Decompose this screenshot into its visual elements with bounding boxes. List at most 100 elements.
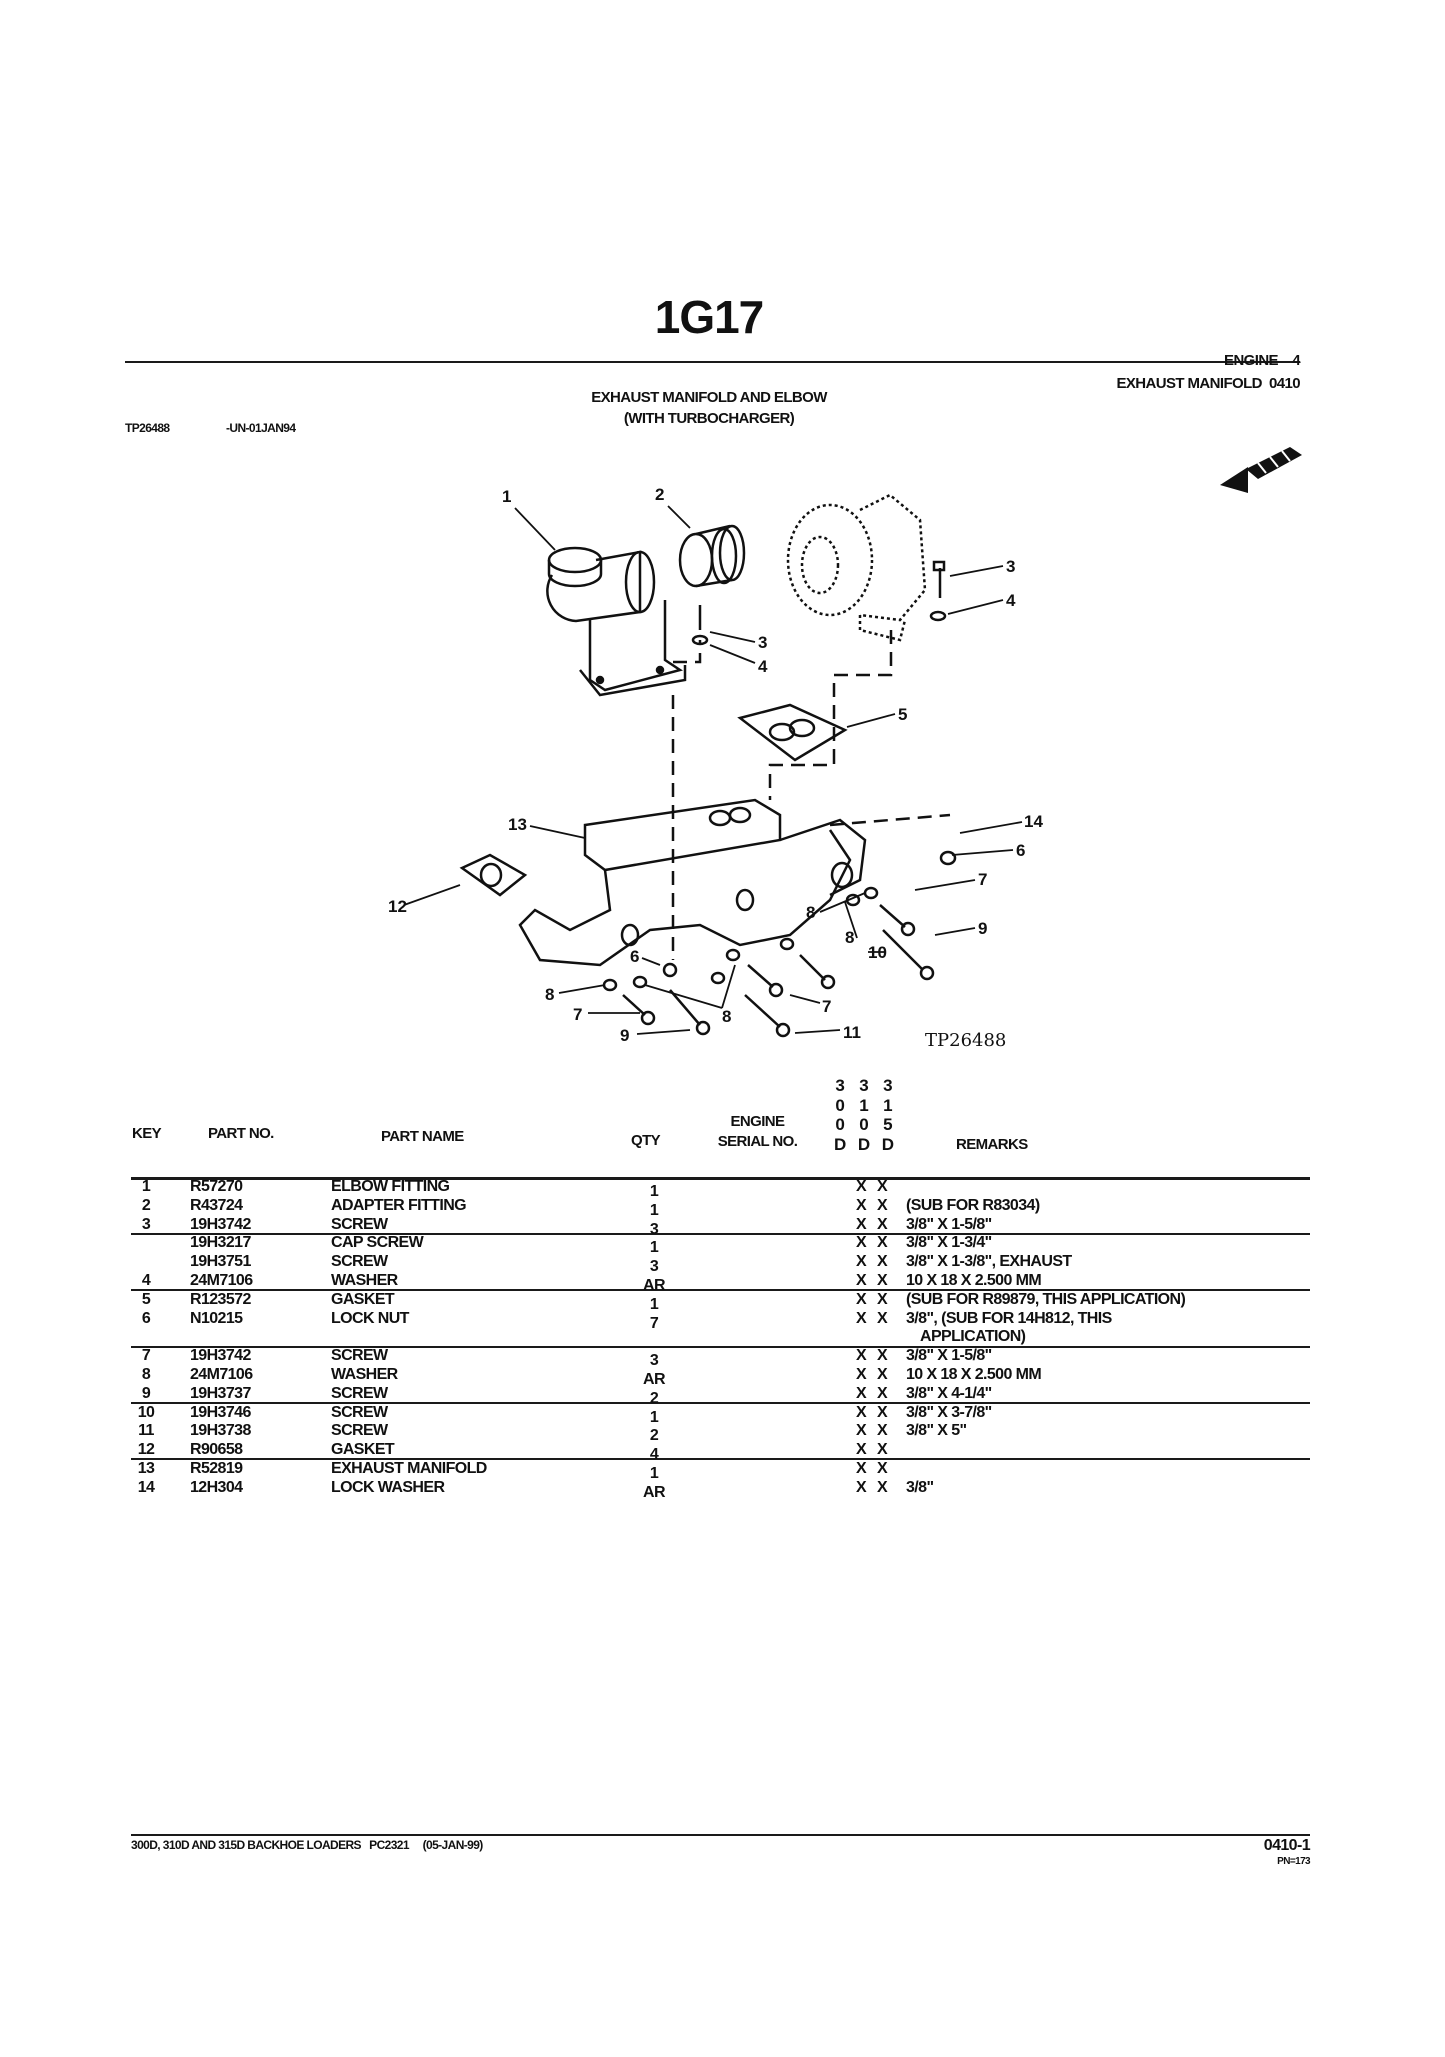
header-part-name: PART NAME [381, 1128, 464, 1145]
row-part-no: 19H3742 [190, 1347, 251, 1365]
gasket-12-drawing [459, 853, 528, 897]
row-qty: 2 [649, 1389, 659, 1407]
subgroup-number: 0410 [1269, 375, 1301, 392]
row-model-310d: X [856, 1253, 867, 1271]
row-part-name: ADAPTER FITTING [331, 1196, 467, 1214]
callout: 11 [843, 1023, 861, 1042]
row-model-310d: X [856, 1366, 867, 1383]
exploded-parts-diagram: 1 2 3 4 3 4 5 13 14 6 7 9 8 8 10 12 6 8 … [388, 485, 1043, 1051]
row-remarks: 3/8" X 4-1/4" [906, 1384, 992, 1402]
direction-arrow-icon [1220, 447, 1302, 493]
table-row-continuation: APPLICATION) [0, 1328, 1445, 1347]
row-model-310d: X [856, 1403, 867, 1421]
row-model-310d: X [856, 1422, 867, 1440]
row-qty: 1 [649, 1465, 659, 1482]
row-part-name: SCREW [331, 1215, 388, 1233]
row-qty: 4 [649, 1446, 659, 1464]
table-rule [131, 1177, 1310, 1180]
row-remarks: 3/8" X 1-3/4" [906, 1234, 992, 1252]
row-key: 1 [141, 1178, 151, 1195]
callout: 9 [978, 919, 987, 938]
hardware-drawing [602, 850, 957, 1038]
callout: 8 [545, 985, 554, 1004]
row-qty: 7 [649, 1314, 659, 1332]
row-remarks: (SUB FOR R83034) [906, 1196, 1040, 1214]
row-part-name: ELBOW FITTING [331, 1178, 450, 1195]
callout: 6 [1016, 841, 1025, 860]
row-key: 6 [141, 1309, 151, 1327]
callout: 13 [508, 815, 527, 834]
callout: 3 [758, 633, 767, 652]
table-rule [131, 1402, 1310, 1404]
section-subtitle: (WITH TURBOCHARGER) [623, 410, 795, 427]
callout: 5 [898, 705, 907, 724]
row-key: 14 [137, 1478, 155, 1496]
row-part-name: CAP SCREW [331, 1234, 424, 1252]
row-part-no: R43724 [190, 1196, 243, 1214]
row-remarks: (SUB FOR R89879, THIS APPLICATION) [906, 1290, 1186, 1308]
footer-rule [131, 1834, 1310, 1836]
group-number: 4 [1292, 352, 1300, 369]
group-name: ENGINE [1224, 352, 1279, 369]
callout: 14 [1024, 812, 1043, 831]
callout: 9 [620, 1026, 629, 1045]
row-part-no: N10215 [190, 1309, 243, 1327]
header-remarks: REMARKS [956, 1136, 1028, 1153]
header-rule [125, 361, 1300, 363]
gasket-drawing [737, 703, 848, 762]
row-model-310d: X [856, 1460, 867, 1477]
row-remarks: 3/8" [906, 1478, 934, 1496]
table-rule [131, 1233, 1310, 1235]
row-part-name: SCREW [331, 1384, 388, 1402]
callout: 8 [806, 903, 815, 922]
row-part-no: R57270 [190, 1178, 243, 1195]
row-qty: 3 [649, 1352, 659, 1370]
row-part-no: 19H3217 [190, 1234, 251, 1252]
row-part-no: R90658 [190, 1441, 243, 1459]
page-code: 1G17 [654, 291, 765, 343]
row-model-315d: X [877, 1309, 888, 1327]
header-qty: QTY [631, 1132, 661, 1149]
row-remarks-continued: APPLICATION) [920, 1328, 1026, 1346]
row-model-315d: X [877, 1347, 888, 1365]
row-part-no: R123572 [190, 1290, 251, 1308]
header-serial-no: SERIAL NO. [717, 1133, 798, 1150]
row-model-310d: X [856, 1478, 867, 1496]
row-model-315d: X [877, 1272, 888, 1289]
row-part-name: WASHER [331, 1366, 398, 1383]
row-qty: AR [643, 1483, 666, 1501]
footer-page: 0410-1 [1263, 1837, 1311, 1854]
table-rule [131, 1289, 1310, 1291]
row-model-315d: X [877, 1215, 888, 1233]
row-model-315d: X [877, 1478, 888, 1496]
row-part-no: 24M7106 [190, 1366, 253, 1383]
row-part-no: 19H3738 [190, 1422, 251, 1440]
turbocharger-outline [786, 493, 927, 642]
row-part-name: WASHER [331, 1272, 398, 1289]
footer-models: 300D, 310D AND 315D BACKHOE LOADERS PC23… [131, 1838, 483, 1852]
row-model-310d: X [856, 1215, 867, 1233]
callout: 8 [722, 1007, 731, 1026]
illustration-caption: TP26488 [925, 1030, 1006, 1051]
row-model-315d: X [877, 1196, 888, 1214]
row-key: 10 [137, 1403, 155, 1421]
row-model-315d: X [877, 1366, 888, 1383]
exhaust-manifold-drawing [518, 798, 867, 967]
row-remarks: 3/8" X 5" [906, 1422, 967, 1440]
row-remarks: 3/8" X 1-5/8" [906, 1347, 992, 1365]
row-part-no: 24M7106 [190, 1272, 253, 1289]
row-remarks: 3/8" X 3-7/8" [906, 1403, 992, 1421]
section-subgroup: EXHAUST MANIFOLD 0410 [1116, 375, 1300, 392]
row-qty: 1 [649, 1295, 659, 1313]
row-part-name: GASKET [331, 1290, 395, 1308]
row-part-name: EXHAUST MANIFOLD [331, 1460, 487, 1477]
row-part-no: 19H3746 [190, 1403, 251, 1421]
